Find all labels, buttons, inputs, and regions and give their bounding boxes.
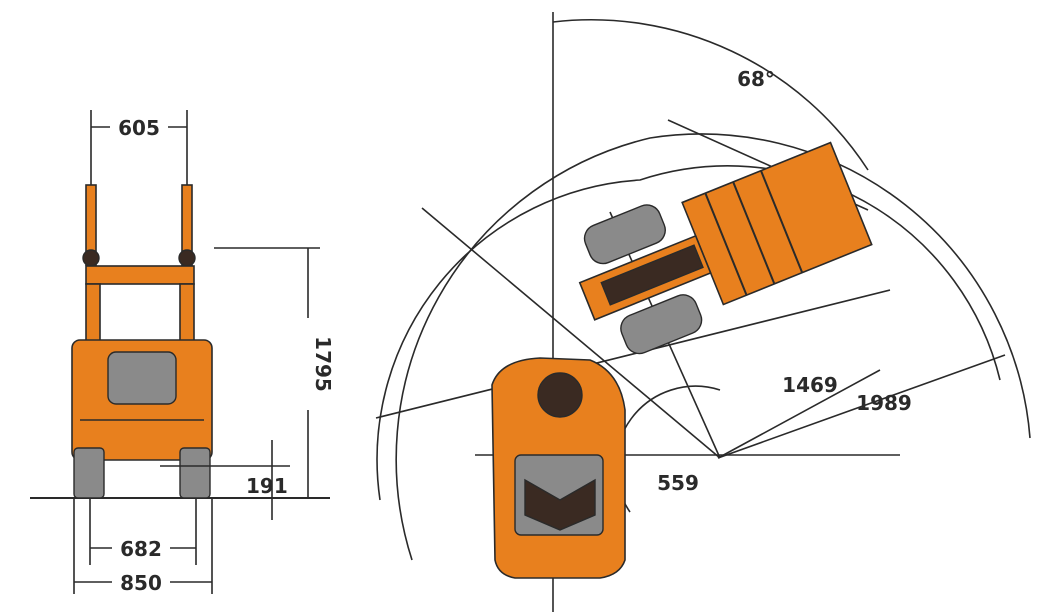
front-tyre-left xyxy=(583,204,666,265)
angle-arc xyxy=(552,19,869,171)
construction-line-1 xyxy=(421,207,721,459)
dim-label-clearance: 191 xyxy=(246,474,288,498)
dim-label-angle: 68° xyxy=(737,67,775,91)
radius-line-1989 xyxy=(717,354,1006,459)
frame-left xyxy=(85,283,101,345)
dim-label-mast-width: 605 xyxy=(118,116,160,140)
dim-682: 682 xyxy=(89,498,197,565)
dim-605: 605 xyxy=(90,110,188,185)
dim-850: 850 xyxy=(73,498,213,595)
front-tyre-right xyxy=(620,294,703,355)
seat-back xyxy=(107,351,177,405)
radius-line-1469 xyxy=(717,369,881,459)
outer-radius-arc xyxy=(395,133,1031,561)
frame-right xyxy=(179,283,195,345)
construction-line-3 xyxy=(375,289,891,419)
wheel-right xyxy=(179,447,211,499)
turning-view: 68° xyxy=(375,12,1031,612)
dim-label-inner-radius: 1469 xyxy=(782,373,838,397)
hydraulic-cylinder xyxy=(600,244,704,306)
rear-section xyxy=(491,357,626,579)
dim-label-pivot-offset: 559 xyxy=(657,471,699,495)
dim-label-outer-radius: 1989 xyxy=(856,391,912,415)
wheel-left xyxy=(73,447,105,499)
dim-191: 191 xyxy=(160,440,290,520)
dim-1795: 1795 xyxy=(214,247,335,498)
mast-joint-left xyxy=(82,249,100,267)
mast-joint-right xyxy=(178,249,196,267)
middle-radius-arc xyxy=(376,165,1001,501)
pivot-joint xyxy=(537,372,583,418)
front-section xyxy=(578,141,873,355)
front-view: 605 1795 191 682 850 xyxy=(30,110,335,595)
dim-label-outer-width: 850 xyxy=(120,571,162,595)
dim-label-inner-width: 682 xyxy=(120,537,162,561)
engine-grille xyxy=(524,478,596,531)
frame-crossbar xyxy=(85,265,195,285)
dim-label-height: 1795 xyxy=(311,336,335,392)
